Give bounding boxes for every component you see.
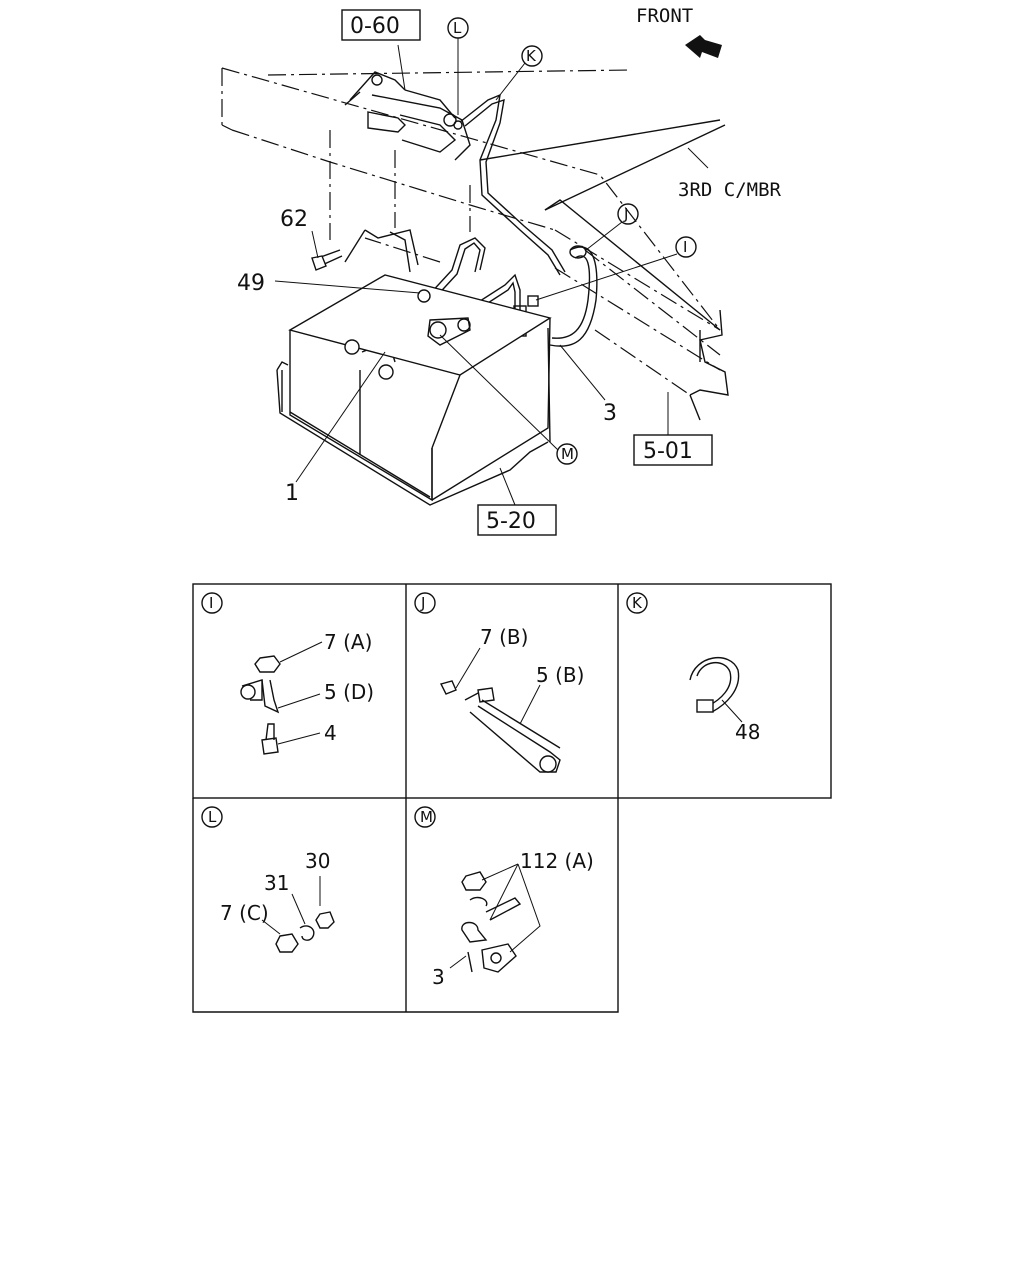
detail-i-part-4: 4 <box>324 721 337 745</box>
svg-text:5-01: 5-01 <box>643 439 693 464</box>
svg-text:0-60: 0-60 <box>350 14 400 39</box>
part-label-62: 62 <box>280 207 308 232</box>
detail-j: J 7 (B) 5 (B) <box>414 592 584 773</box>
third-cross-member-label: 3RD C/MBR <box>678 179 782 201</box>
main-assembly: FRONT 3RD C/MBR 0-60 5-01 5-20 62 49 3 1… <box>221 5 782 536</box>
ref-box-5-01[interactable]: 5-01 <box>633 434 713 466</box>
svg-text:5-20: 5-20 <box>486 509 536 534</box>
svg-text:L: L <box>208 808 217 826</box>
callout-k[interactable]: K <box>521 45 543 67</box>
ref-box-5-20[interactable]: 5-20 <box>477 504 557 536</box>
part-label-1: 1 <box>285 481 299 506</box>
part-label-49: 49 <box>237 271 265 296</box>
detail-m-part-3: 3 <box>432 965 445 989</box>
detail-m-callout: M <box>414 806 436 828</box>
callout-l[interactable]: L <box>447 17 469 39</box>
svg-text:I: I <box>209 594 213 612</box>
detail-j-callout: J <box>414 592 436 614</box>
svg-text:L: L <box>453 19 462 37</box>
arrow-icon <box>685 35 722 58</box>
callout-m[interactable]: M <box>556 443 578 465</box>
svg-text:M: M <box>420 808 433 826</box>
battery <box>288 274 552 502</box>
svg-text:J: J <box>420 594 425 612</box>
ref-box-0-60[interactable]: 0-60 <box>341 9 421 41</box>
detail-j-part-7b: 7 (B) <box>480 625 528 649</box>
svg-text:I: I <box>683 238 687 256</box>
detail-l-part-30: 30 <box>305 849 330 873</box>
detail-k-part-48: 48 <box>735 720 760 744</box>
starter-motor <box>344 71 471 161</box>
detail-m: M 112 (A) 3 <box>414 806 594 989</box>
svg-text:K: K <box>526 47 537 65</box>
detail-j-part-5b: 5 (B) <box>536 663 584 687</box>
detail-i: I 7 (A) 5 (D) 4 <box>201 592 374 755</box>
detail-l: L 30 31 7 (C) <box>201 806 335 953</box>
leader-lines <box>274 38 678 506</box>
detail-k: K 48 <box>626 592 760 744</box>
battery-carrier <box>276 229 551 506</box>
detail-i-callout: I <box>201 592 223 614</box>
part-label-3: 3 <box>603 401 617 426</box>
detail-i-part-7a: 7 (A) <box>324 630 372 654</box>
detail-l-part-7c: 7 (C) <box>220 901 269 925</box>
detail-l-callout: L <box>201 806 223 828</box>
detail-i-part-5d: 5 (D) <box>324 680 374 704</box>
detail-k-callout: K <box>626 592 648 614</box>
third-cross-member <box>479 119 729 421</box>
svg-text:M: M <box>561 445 574 463</box>
detail-grid <box>192 583 832 1013</box>
detail-l-part-31: 31 <box>264 871 289 895</box>
svg-text:J: J <box>623 205 628 223</box>
callout-j[interactable]: J <box>617 203 639 225</box>
bolt-62 <box>311 249 343 271</box>
callout-i[interactable]: I <box>675 236 697 258</box>
clamp-i <box>527 295 539 307</box>
detail-m-part-112a: 112 (A) <box>520 849 594 873</box>
terminals <box>344 289 471 380</box>
front-label: FRONT <box>636 5 693 27</box>
svg-text:K: K <box>632 594 643 612</box>
